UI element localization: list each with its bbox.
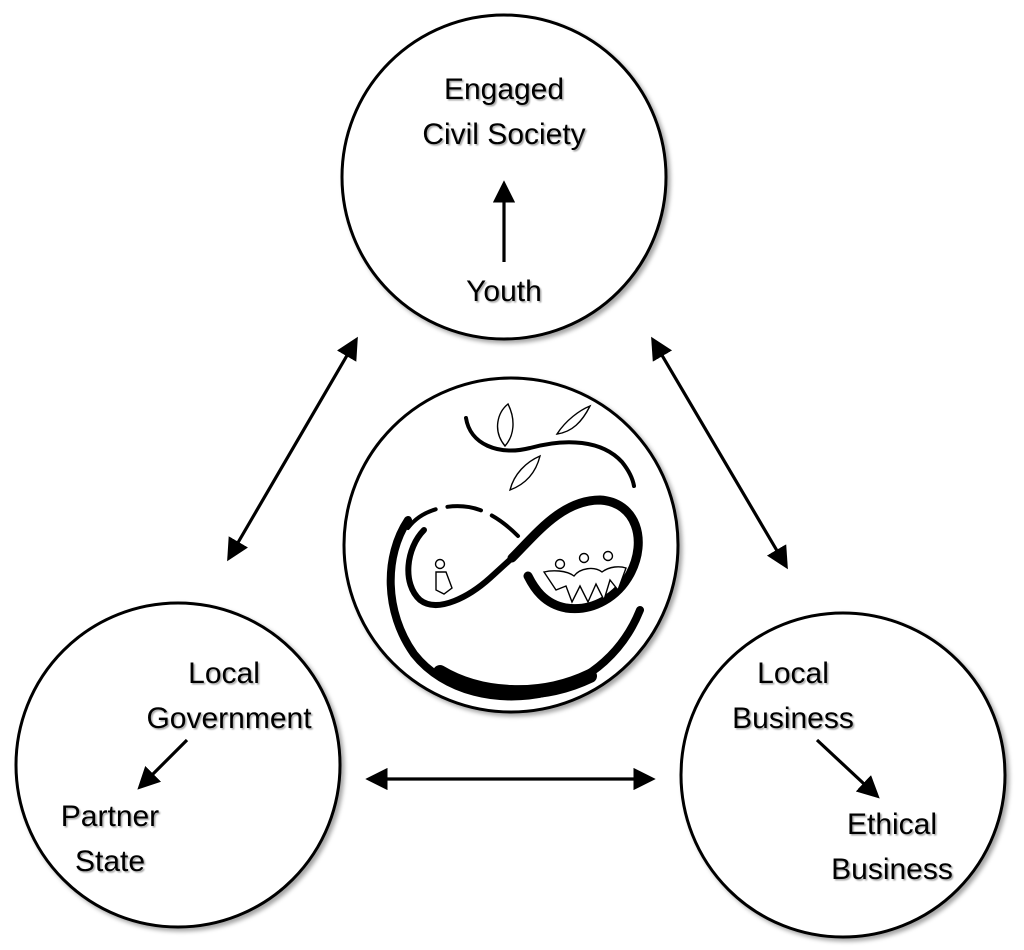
government-to-partner-state-arrow bbox=[137, 738, 189, 790]
node-title-line1: Local bbox=[188, 657, 260, 690]
node-circle-left bbox=[14, 601, 342, 929]
center-logo bbox=[342, 376, 680, 714]
node-sub-line1: Partner bbox=[61, 800, 159, 833]
node-local-government: Local Government Partner State bbox=[14, 601, 342, 929]
node-title-line2: Business bbox=[732, 702, 854, 735]
node-title-line2: Civil Society bbox=[422, 118, 585, 151]
local-to-ethical-business-arrow bbox=[815, 738, 880, 799]
node-sub-line1: Ethical bbox=[847, 808, 937, 841]
node-engaged-civil-society: Engaged Civil Society Youth bbox=[340, 13, 668, 341]
node-circle-top bbox=[340, 13, 668, 341]
node-circle-right bbox=[679, 611, 1007, 939]
node-sub-line2: Business bbox=[831, 853, 953, 886]
connector-top-left bbox=[227, 336, 358, 562]
center-logo-circle bbox=[342, 376, 680, 714]
node-local-business: Local Business Ethical Business bbox=[679, 611, 1007, 939]
node-sub-line2: State bbox=[75, 845, 145, 878]
node-sub-label: Youth bbox=[466, 275, 542, 308]
node-title-line2: Government bbox=[146, 702, 312, 735]
node-title-line1: Local bbox=[757, 657, 829, 690]
node-title-line1: Engaged bbox=[444, 73, 564, 106]
infinity-vine-people-icon bbox=[386, 402, 644, 701]
connector-top-right bbox=[651, 336, 788, 570]
